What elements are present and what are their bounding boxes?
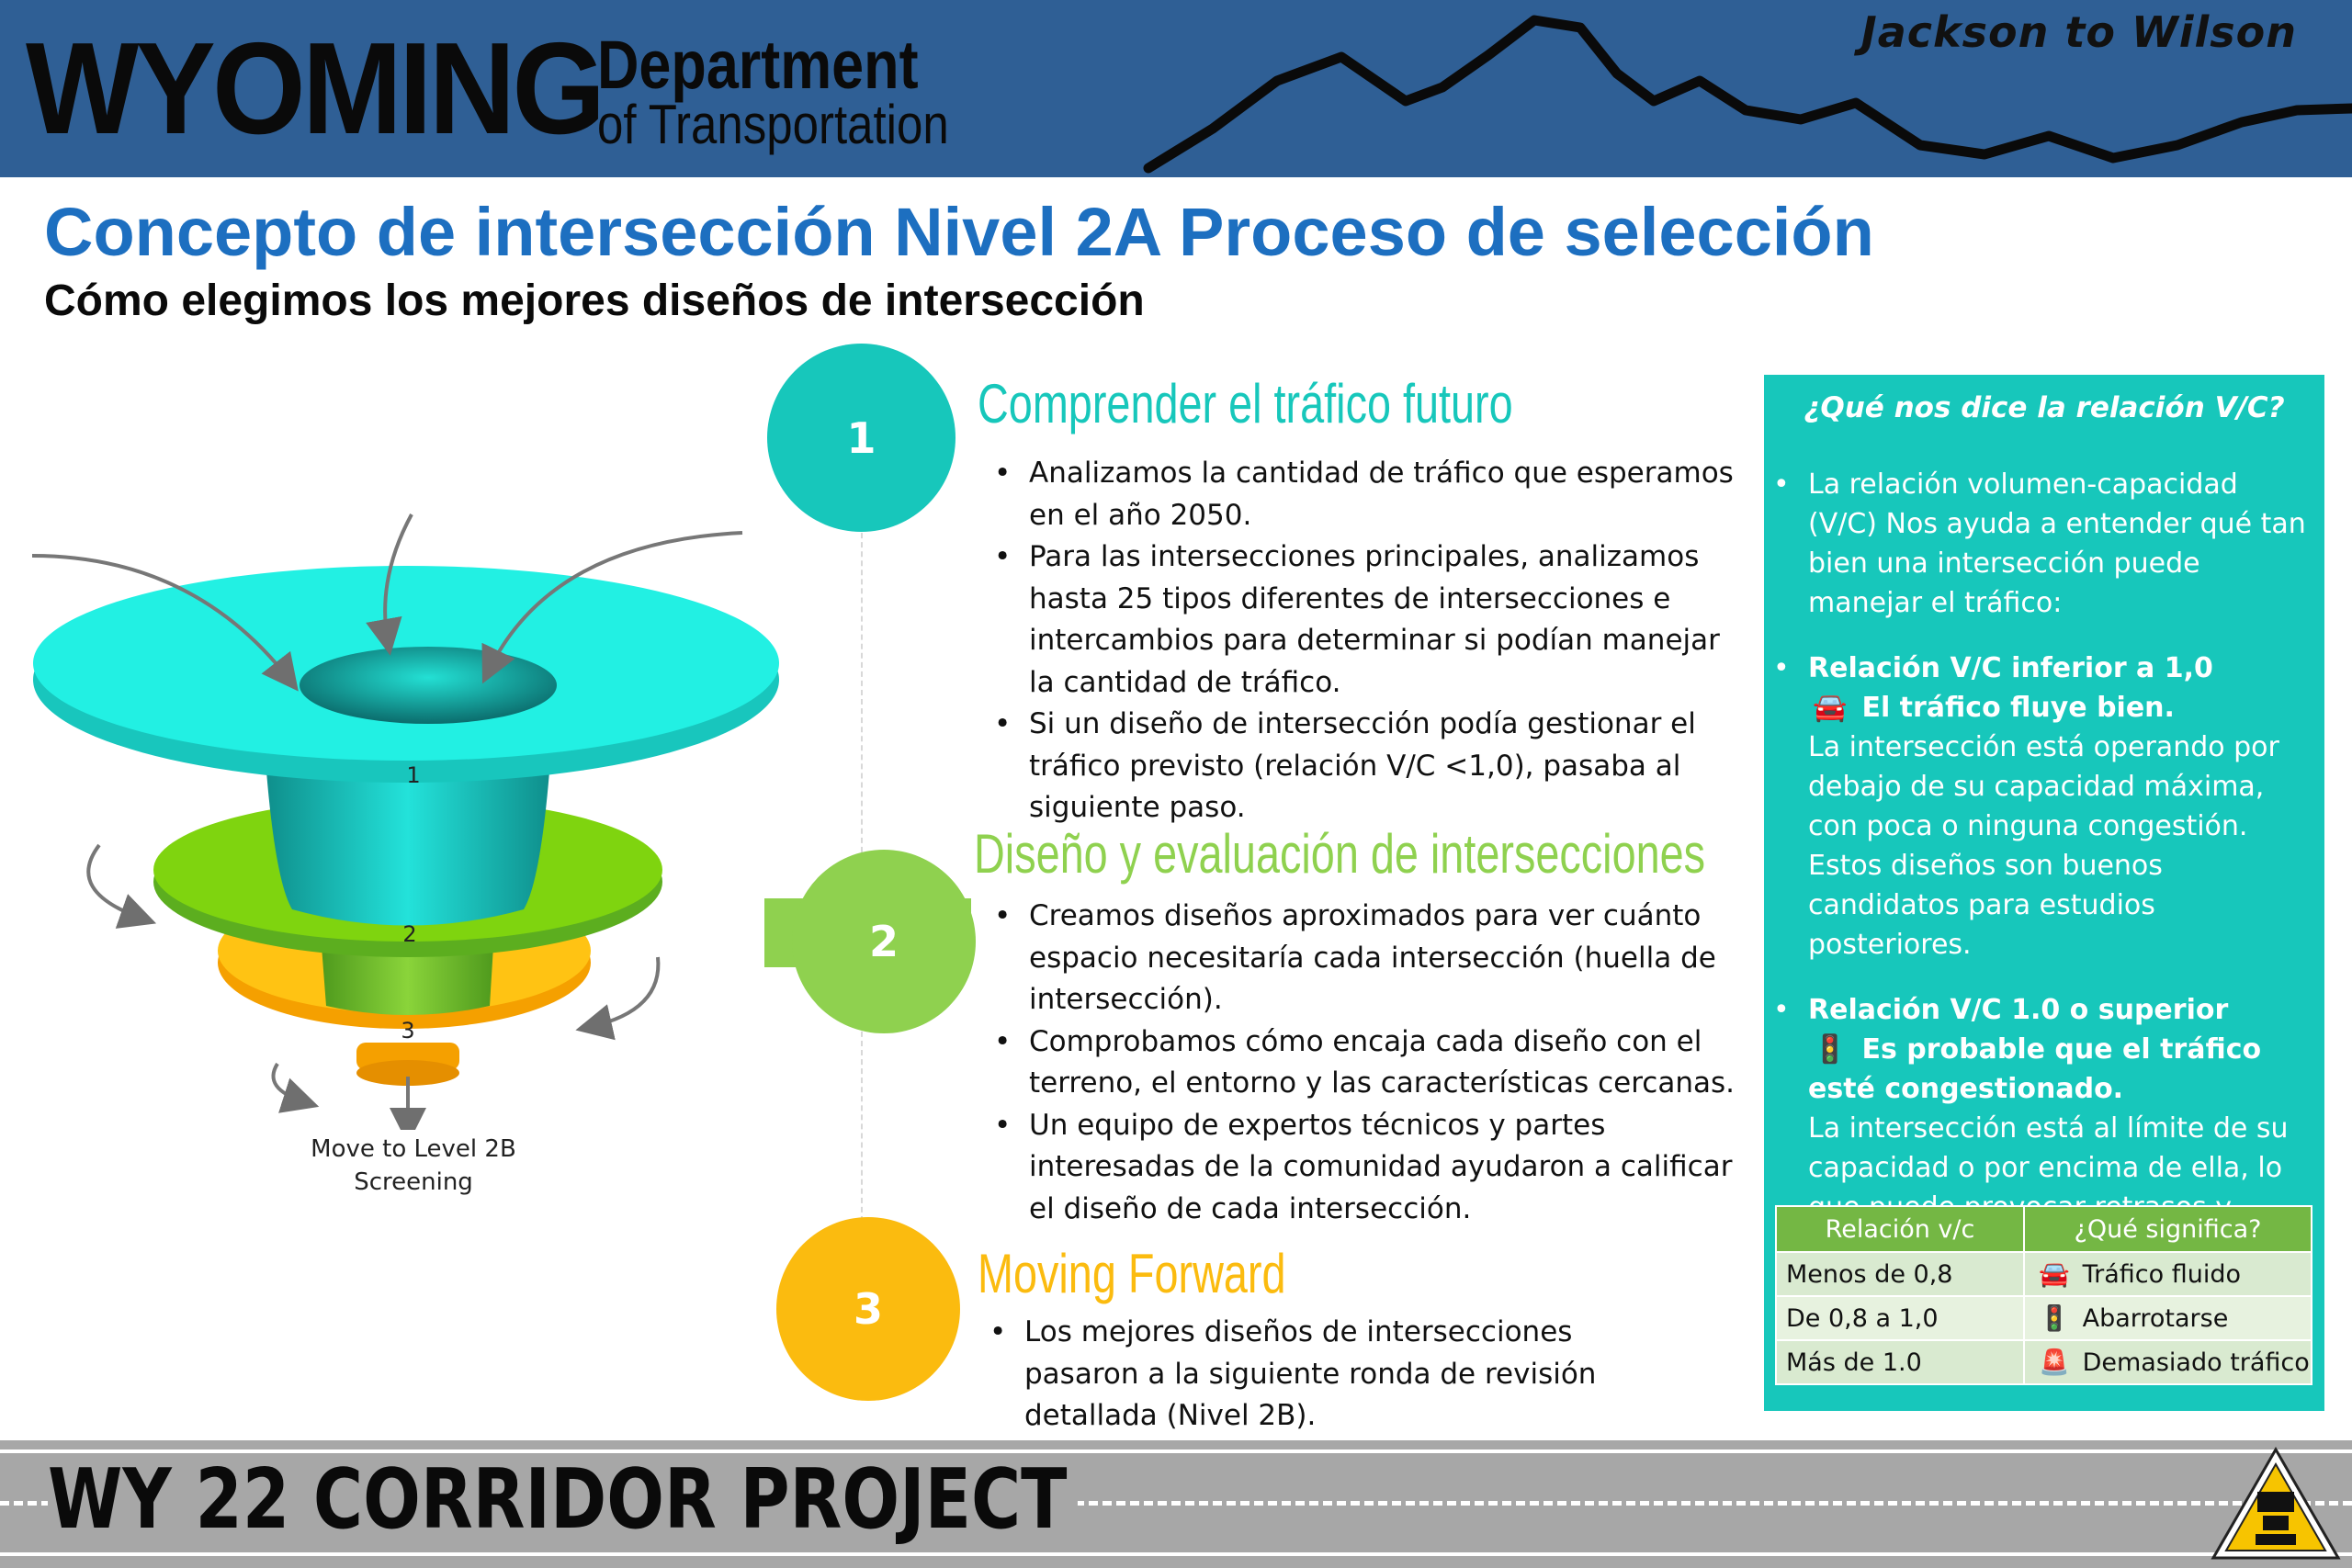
list-item: Comprobamos cómo encaja cada diseño con … <box>983 1021 1736 1105</box>
traffic-light-icon: 🚦 <box>2039 1304 2070 1333</box>
table-cell-meaning-text: Demasiado tráfico <box>2082 1348 2310 1377</box>
step-3-bullets: Los mejores diseños de intersecciones pa… <box>978 1312 1640 1438</box>
table-row: Menos de 0,8 🚘 Tráfico fluido <box>1775 1251 2312 1297</box>
selection-funnel: 1 2 3 <box>31 513 779 1130</box>
table-cell-meaning: 🚦 Abarrotarse <box>2023 1295 2312 1341</box>
funnel-caption: Move to Level 2B Screening <box>276 1133 551 1199</box>
road-center-dashes <box>0 1501 2352 1506</box>
table-row: Más de 1.0 🚨 Demasiado tráfico <box>1775 1339 2312 1385</box>
table-cell-meaning-text: Tráfico fluido <box>2082 1260 2241 1289</box>
panel-intro: La relación volumen-capacidad (V/C) Nos … <box>1764 465 2324 623</box>
brand-wyoming: WYOMING <box>26 16 605 162</box>
list-item: Analizamos la cantidad de tráfico que es… <box>983 453 1736 536</box>
step-3-badge: 3 <box>776 1217 960 1401</box>
panel-low-bold: El tráfico fluye bien. <box>1861 692 2175 724</box>
table-row: De 0,8 a 1,0 🚦 Abarrotarse <box>1775 1295 2312 1341</box>
step-2-badge: 2 <box>792 850 976 1033</box>
step-2-heading: Diseño y evaluación de intersecciones <box>974 823 1706 885</box>
list-item: Creamos diseños aproximados para ver cuá… <box>983 896 1736 1021</box>
table-cell-ratio: De 0,8 a 1,0 <box>1775 1295 2025 1341</box>
step-1-heading: Comprender el tráfico futuro <box>978 373 1513 434</box>
footer-road-banner: WY 22 CORRIDOR PROJECT <box>0 1440 2352 1568</box>
header-banner: WYOMING Department of Transportation Jac… <box>0 0 2352 177</box>
car-icon: 🚘 <box>2039 1260 2070 1289</box>
step-2-bullets: Creamos diseños aproximados para ver cuá… <box>983 896 1736 1230</box>
panel-list: La relación volumen-capacidad (V/C) Nos … <box>1764 465 2324 1292</box>
funnel-caption-line2: Screening <box>354 1168 473 1196</box>
wydot-logo-icon <box>2211 1446 2341 1560</box>
page-title: Concepto de intersección Nivel 2A Proces… <box>44 194 1874 270</box>
table-cell-ratio: Más de 1.0 <box>1775 1339 2025 1385</box>
funnel-caption-line1: Move to Level 2B <box>311 1135 516 1163</box>
vc-ratio-panel: ¿Qué nos dice la relación V/C? La relaci… <box>1764 375 2324 1411</box>
panel-high-bold: Es probable que el tráfico esté congesti… <box>1808 1033 2262 1105</box>
list-item: Si un diseño de intersección podía gesti… <box>983 704 1736 829</box>
table-cell-meaning: 🚘 Tráfico fluido <box>2023 1251 2312 1297</box>
road-edge-line <box>0 1552 2352 1556</box>
footer-project-title: WY 22 CORRIDOR PROJECT <box>48 1459 1078 1541</box>
funnel-label-3: 3 <box>401 1018 414 1043</box>
panel-low-title: Relación V/C inferior a 1,0 <box>1808 652 2213 684</box>
funnel-label-2: 2 <box>402 921 416 947</box>
page-subtitle: Cómo elegimos los mejores diseños de int… <box>44 276 1145 325</box>
siren-icon: 🚨 <box>2039 1348 2070 1377</box>
list-item: Para las intersecciones principales, ana… <box>983 536 1736 704</box>
road-edge-line <box>0 1450 2352 1453</box>
step-3-heading: Moving Forward <box>978 1243 1286 1304</box>
panel-low-text: La intersección está operando por debajo… <box>1808 731 2279 961</box>
panel-question: ¿Qué nos dice la relación V/C? <box>1804 391 2285 424</box>
funnel-label-1: 1 <box>406 762 420 788</box>
list-item: Un equipo de expertos técnicos y partes … <box>983 1105 1736 1231</box>
table-cell-meaning-text: Abarrotarse <box>2082 1304 2229 1333</box>
brand-of-transportation: of Transportation <box>597 94 949 155</box>
table-header-ratio: Relación v/c <box>1775 1205 2025 1253</box>
table-header-meaning: ¿Qué significa? <box>2023 1205 2312 1253</box>
brand-department: Department <box>597 27 919 103</box>
car-icon: 🚘 <box>1813 692 1848 724</box>
list-item: Los mejores diseños de intersecciones pa… <box>978 1312 1640 1438</box>
traffic-light-icon: 🚦 <box>1813 1033 1848 1066</box>
panel-high-title: Relación V/C 1.0 o superior <box>1808 994 2229 1026</box>
step-1-bullets: Analizamos la cantidad de tráfico que es… <box>983 453 1736 829</box>
table-cell-ratio: Menos de 0,8 <box>1775 1251 2025 1297</box>
panel-low-ratio: Relación V/C inferior a 1,0 🚘 El tráfico… <box>1764 649 2324 964</box>
mountain-outline-icon <box>1143 15 2352 174</box>
route-label: Jackson to Wilson <box>1860 7 2297 57</box>
step-1-badge: 1 <box>767 344 956 532</box>
table-cell-meaning: 🚨 Demasiado tráfico <box>2023 1339 2312 1385</box>
panel-intro-text: La relación volumen-capacidad (V/C) Nos … <box>1808 468 2306 619</box>
funnel-arrows <box>31 513 743 1130</box>
vc-ratio-table: Relación v/c ¿Qué significa? Menos de 0,… <box>1775 1205 2312 1385</box>
